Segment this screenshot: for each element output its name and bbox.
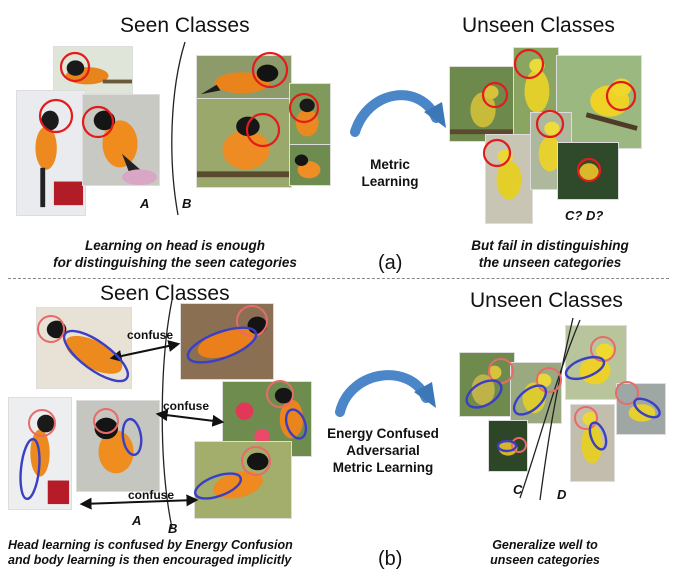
panel-a-letter-cd: C? D? (565, 208, 604, 223)
photo-oriole-b2 (180, 303, 274, 380)
photo-warbler-4 (485, 134, 533, 224)
panel-a-method-line-1: Metric (370, 157, 410, 172)
photo-warbler-b1 (459, 352, 515, 417)
panel-a-unseen-caption-line-2: the unseen categories (478, 255, 622, 270)
panel-b-letter-d: D (557, 487, 567, 502)
panel-b-seen-caption-line-1: Head learning is confused by Energy Conf… (8, 538, 293, 552)
process-arrow-b (335, 370, 431, 417)
photo-warbler-b6 (570, 404, 615, 482)
photo-warbler-b2 (510, 362, 562, 424)
panel-a-letter-a: A (140, 196, 150, 211)
photo-warbler-b5 (616, 383, 666, 435)
panel-b-letter-b: B (168, 521, 178, 536)
panel-b-method-line-1: Energy Confused (327, 426, 439, 441)
panel-a-method-line-2: Learning (361, 174, 419, 189)
panel-b-unseen-caption: Generalize well to unseen categories (470, 538, 620, 568)
photo-oriole-3 (82, 94, 160, 186)
photo-warbler-b3 (488, 420, 528, 472)
process-arrow-b-head (414, 382, 436, 408)
panel-b-letter-c: C (513, 482, 523, 497)
photo-warbler-1 (449, 66, 519, 142)
panel-b-seen-caption: Head learning is confused by Energy Conf… (8, 538, 358, 568)
panel-a-label: (a) (378, 252, 403, 274)
confuse-label-1: confuse (127, 328, 174, 342)
panel-b-method-label: Energy Confused Adversarial Metric Learn… (318, 425, 448, 476)
process-arrow-a (350, 90, 441, 137)
panel-b-seen-caption-line-2: and body learning is then encouraged imp… (8, 553, 292, 567)
panel-a-seen-title: Seen Classes (120, 14, 250, 37)
confuse-label-3: confuse (128, 488, 175, 502)
photo-oriole-6 (289, 83, 331, 153)
boundary-line-a (171, 41, 186, 216)
panel-a-seen-caption: Learning on head is enough for distingui… (14, 237, 336, 271)
photo-oriole-1 (53, 46, 133, 94)
confuse-arrow-2 (155, 409, 225, 427)
panel-b-label: (b) (378, 548, 403, 570)
panel-a-seen-caption-line-1: Learning on head is enough (84, 238, 265, 253)
process-arrow-a-head (424, 102, 446, 128)
panel-a-unseen-caption: But fail in distinguishing the unseen ca… (440, 237, 660, 271)
panel-a-seen-caption-line-2: for distinguishing the seen categories (53, 255, 297, 270)
panel-divider (8, 278, 669, 279)
panel-b-method-line-2: Adversarial (346, 443, 420, 458)
panel-b-unseen-caption-line-2: unseen categories (490, 553, 600, 567)
photo-warbler-6 (557, 142, 619, 200)
photo-oriole-5 (196, 98, 292, 188)
panel-a-letter-b: B (182, 196, 192, 211)
photo-oriole-4 (196, 55, 292, 101)
photo-oriole-7 (289, 144, 331, 186)
confuse-label-2: confuse (163, 399, 210, 413)
panel-a-unseen-title: Unseen Classes (462, 14, 615, 37)
panel-b-seen-title: Seen Classes (100, 282, 230, 305)
panel-b-unseen-caption-line-1: Generalize well to (492, 538, 598, 552)
photo-oriole-b3 (8, 397, 72, 510)
panel-b-letter-a: A (132, 513, 142, 528)
photo-oriole-b6 (194, 441, 292, 519)
panel-a-method-label: Metric Learning (350, 156, 430, 190)
photo-oriole-b1 (36, 307, 132, 389)
panel-a-unseen-caption-line-1: But fail in distinguishing (471, 238, 629, 253)
photo-oriole-b4 (76, 400, 160, 492)
panel-b-method-line-3: Metric Learning (332, 460, 434, 475)
photo-oriole-2 (16, 90, 86, 216)
panel-b-unseen-title: Unseen Classes (470, 289, 623, 312)
